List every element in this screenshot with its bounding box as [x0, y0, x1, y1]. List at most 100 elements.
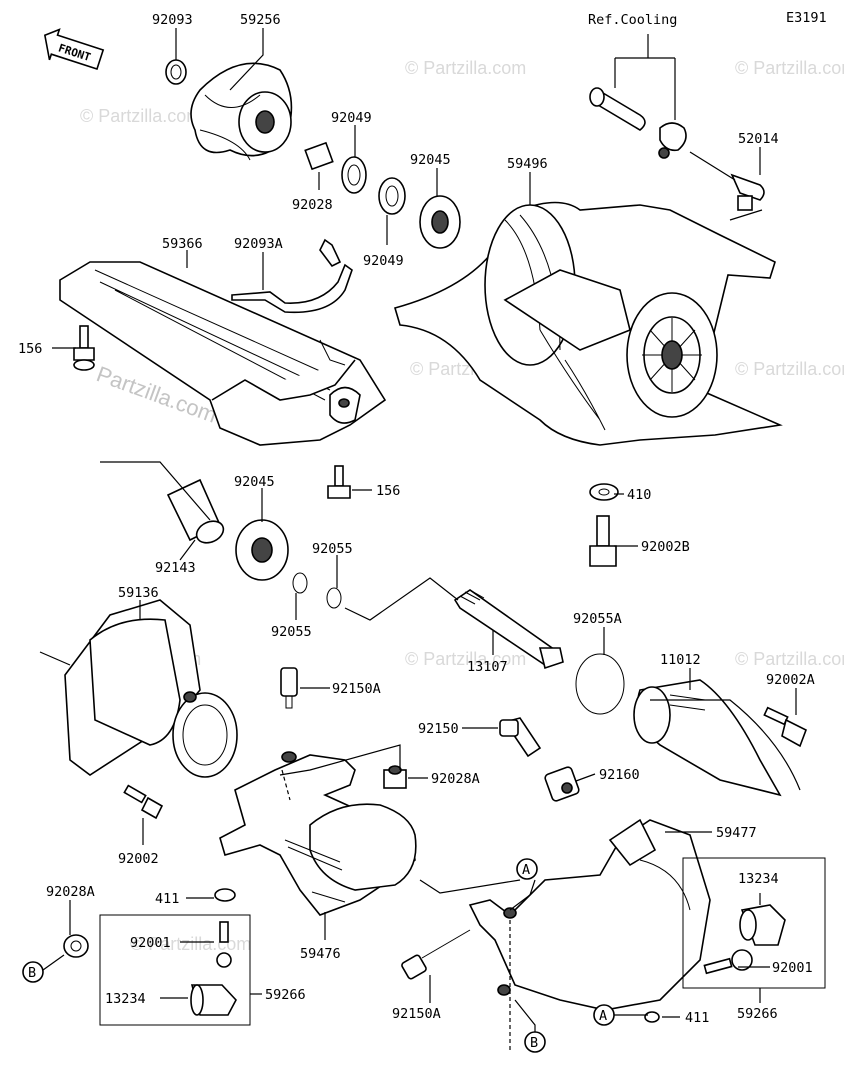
- deflector-59477: [468, 818, 711, 1050]
- pin-92001-left: [216, 921, 232, 968]
- part-label: 92028A: [46, 884, 95, 900]
- collar-92028A-mid: [383, 765, 407, 789]
- part-label: 13107: [467, 659, 508, 675]
- seal-92049-bottom: [378, 177, 406, 215]
- part-label: 92001: [772, 960, 813, 976]
- shaft-13107: [453, 589, 564, 670]
- o-ring-92055A: [575, 653, 625, 715]
- watermark: © Partzilla.com: [405, 649, 526, 669]
- o-ring-92055-bot: [292, 572, 308, 594]
- part-label: 92049: [331, 110, 372, 126]
- bolt-156-mid: [327, 465, 351, 499]
- part-label: 156: [18, 341, 42, 357]
- reverse-bucket-59476: [219, 751, 417, 916]
- bolt-92002: [123, 784, 164, 820]
- callout-b-left: B: [22, 961, 44, 983]
- svg-text:B: B: [28, 965, 36, 981]
- part-label: 59496: [507, 156, 548, 172]
- bushing-92028: [304, 141, 334, 171]
- part-label: 92001: [130, 935, 171, 951]
- washer-411-left: [214, 888, 236, 902]
- nozzle-59136: [64, 599, 238, 778]
- part-label: 92045: [410, 152, 451, 168]
- part-label: 59476: [300, 946, 341, 962]
- part-label: 92055: [271, 624, 312, 640]
- ref-cooling-note: Ref.Cooling: [588, 12, 677, 28]
- part-label: 92045: [234, 474, 275, 490]
- part-label: 92143: [155, 560, 196, 576]
- impeller-59256: [165, 59, 293, 161]
- o-ring-92055-top: [326, 587, 342, 609]
- part-label: 59266: [265, 987, 306, 1003]
- part-label: 52014: [738, 131, 779, 147]
- sleeve-92143: [166, 478, 225, 544]
- bearing-92045-mid: [235, 519, 289, 581]
- bearing-92045-top: [419, 195, 461, 249]
- part-label: 92093A: [234, 236, 283, 252]
- part-label: 156: [376, 483, 400, 499]
- callout-a-top: A: [516, 858, 538, 880]
- diagram-code: E3191: [786, 10, 827, 26]
- pin-92001-right: [703, 949, 753, 975]
- part-label: 411: [685, 1010, 709, 1026]
- part-label: 92028A: [431, 771, 480, 787]
- part-label: 92093: [152, 12, 193, 28]
- cover-59366: [59, 261, 387, 446]
- bolt-92002B: [589, 515, 617, 567]
- watermark: © Partzilla.com: [405, 58, 526, 78]
- part-label: 59477: [716, 825, 757, 841]
- watermark: © Partzilla.com: [735, 649, 844, 669]
- watermark: © Partzilla.com: [80, 106, 201, 126]
- kit-box-59266-right: [682, 857, 826, 989]
- front-direction-arrow: FRONT: [43, 28, 105, 71]
- washer-411-right: [644, 1011, 660, 1023]
- svg-text:A: A: [522, 862, 530, 878]
- kit-box-59266-left: [99, 914, 251, 1026]
- part-label: 92002A: [766, 672, 815, 688]
- bolt-156-left: [73, 325, 95, 371]
- washer-410: [589, 483, 619, 501]
- part-label: 13234: [105, 991, 146, 1007]
- part-label: 92049: [363, 253, 404, 269]
- svg-text:A: A: [599, 1008, 607, 1024]
- knob-13234-right: [739, 904, 786, 946]
- bolt-92150: [499, 717, 542, 758]
- part-label: 410: [627, 487, 651, 503]
- part-label: 92150A: [332, 681, 381, 697]
- seal-92049-top: [341, 156, 367, 194]
- callout-a-bottom: A: [593, 1004, 615, 1026]
- bracket-92093A: [231, 238, 353, 314]
- part-label: 92055A: [573, 611, 622, 627]
- callout-b-bottom: B: [524, 1031, 546, 1053]
- part-label: 13234: [738, 871, 779, 887]
- part-label: 11012: [660, 652, 701, 668]
- part-labels: 92093 59256 92049 92028 92045 92049 5949…: [18, 12, 815, 1026]
- part-label: 59366: [162, 236, 203, 252]
- part-label: 411: [155, 891, 179, 907]
- svg-text:B: B: [530, 1035, 538, 1051]
- bolt-92002A: [763, 706, 808, 748]
- part-label: 59266: [737, 1006, 778, 1022]
- part-label: 59136: [118, 585, 159, 601]
- part-label: 92002B: [641, 539, 690, 555]
- collar-92028A-left: [63, 934, 89, 958]
- knob-13234-left: [190, 984, 237, 1016]
- leader-lines: [39, 28, 801, 1040]
- part-label: 92150: [418, 721, 459, 737]
- part-label: 92150A: [392, 1006, 441, 1022]
- part-label: 59256: [240, 12, 281, 28]
- watermark: © Partzilla.com: [735, 58, 844, 78]
- bolt-92150A-bot: [401, 929, 471, 980]
- fitting-52014: [730, 173, 765, 211]
- pump-case-59496: [394, 201, 783, 446]
- tube-11012: [633, 679, 782, 797]
- bolt-92150A-top: [280, 667, 298, 709]
- part-label: 92028: [292, 197, 333, 213]
- collar-92160: [544, 766, 580, 802]
- part-label: 92002: [118, 851, 159, 867]
- part-label: 92160: [599, 767, 640, 783]
- part-label: 92055: [312, 541, 353, 557]
- cooling-hose: [589, 87, 687, 159]
- watermark: © Partzilla.com: [735, 359, 844, 379]
